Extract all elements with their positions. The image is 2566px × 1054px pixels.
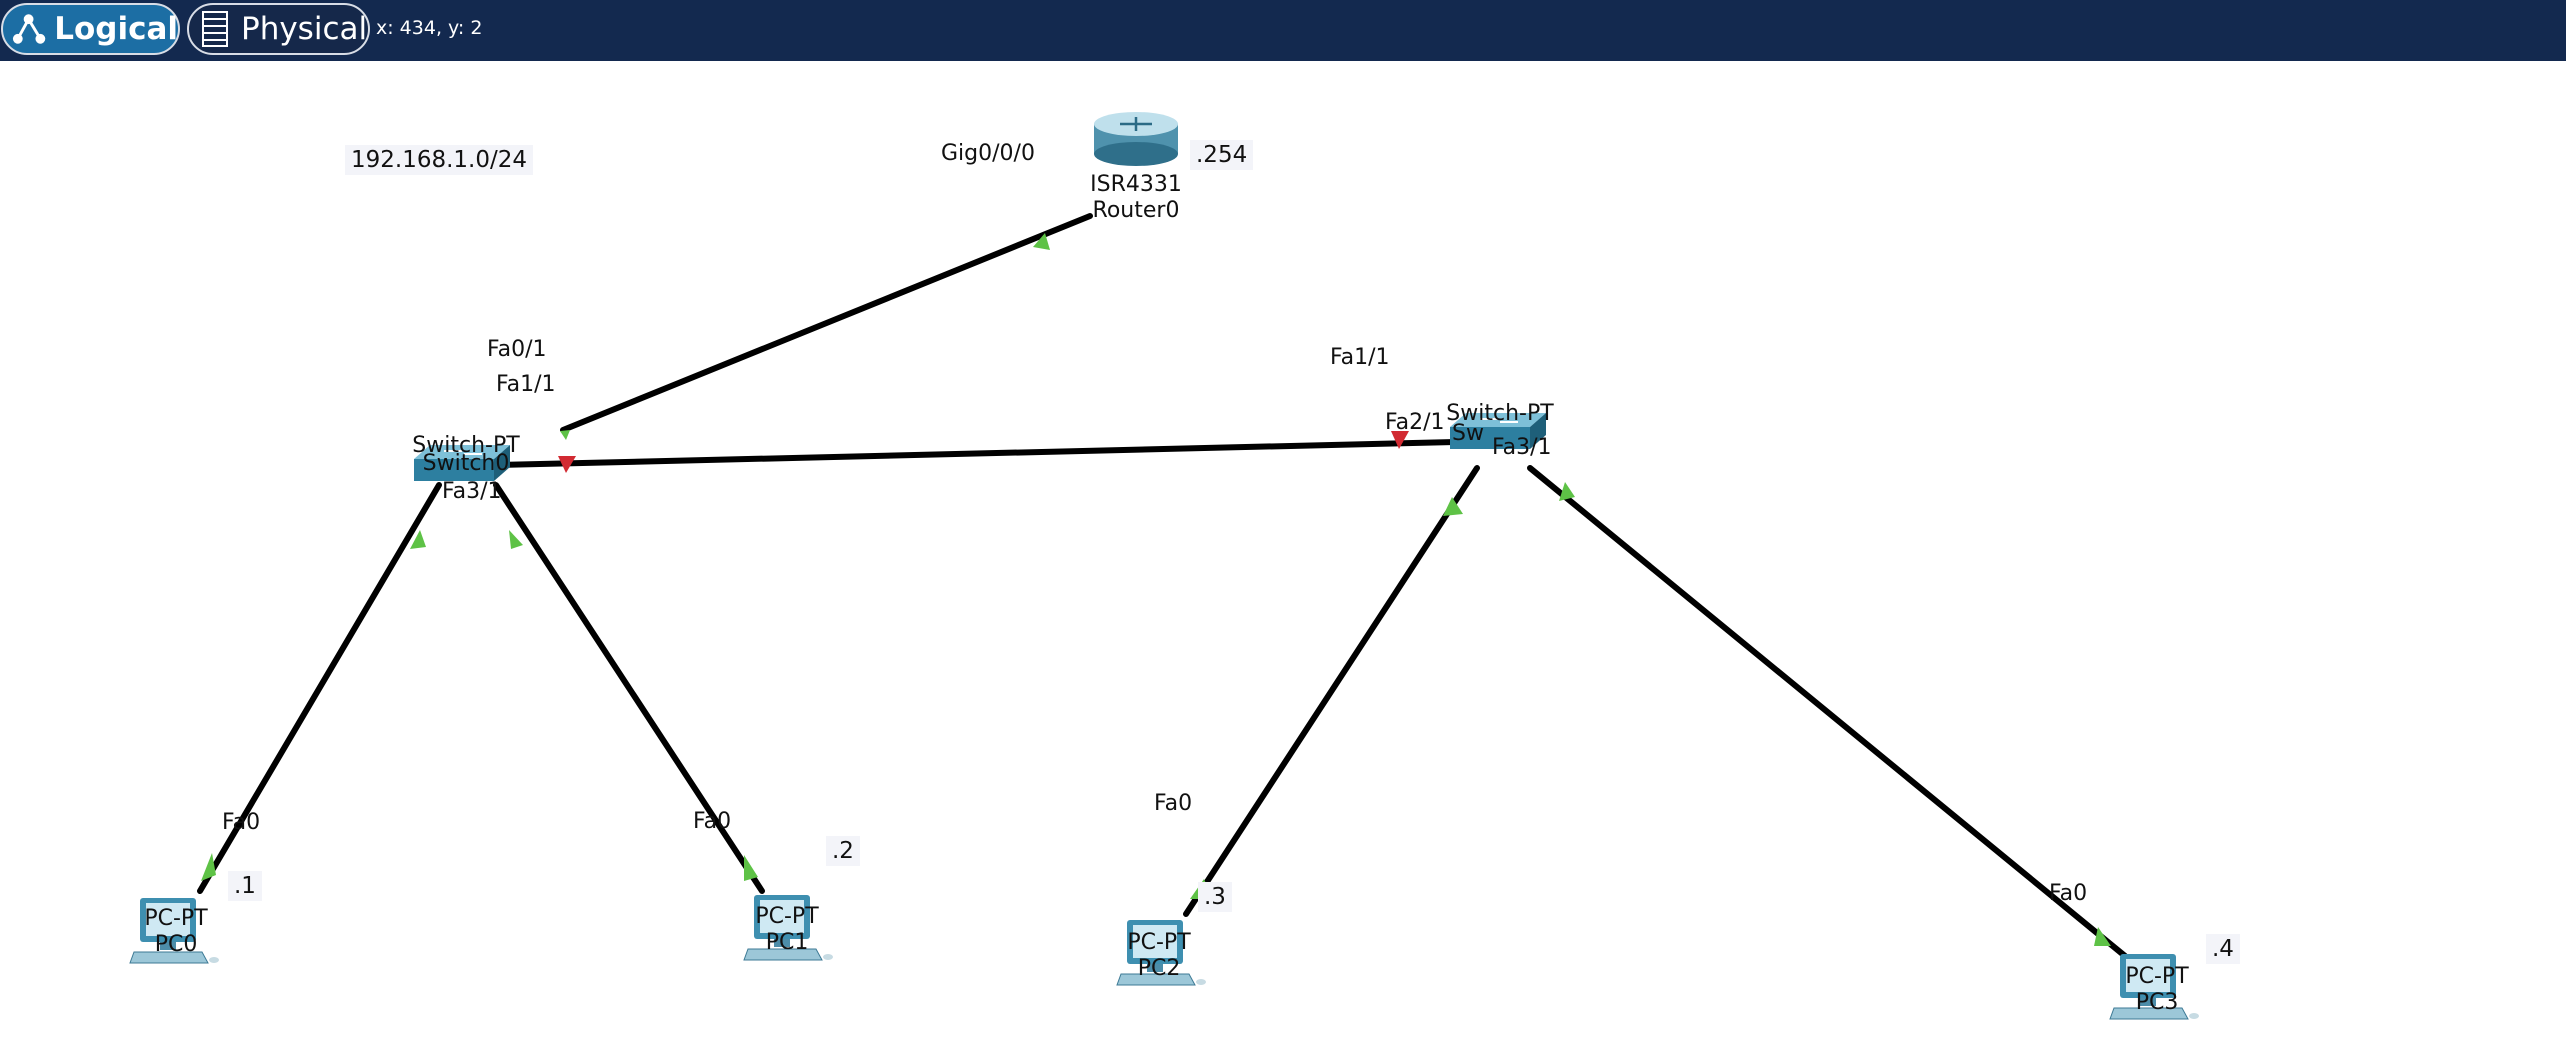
- pc0-label[interactable]: PC-PT PC0: [96, 906, 256, 959]
- pc1-name: PC1: [765, 930, 809, 956]
- link-up-indicator: [509, 530, 523, 549]
- switch0-label[interactable]: Switch-PT Switch0: [386, 433, 546, 478]
- port-label-sw0-fa11: Fa1/1: [496, 372, 556, 397]
- port-label-sw1-fa21: Fa2/1: [1385, 410, 1445, 435]
- rack-icon: [202, 11, 228, 47]
- link-switch1-pc3: [1527, 465, 2128, 959]
- switch1-model: Switch-PT: [1446, 401, 1554, 426]
- port-label-pc2-fa0: Fa0: [1154, 791, 1193, 816]
- link-up-indicator: [1559, 482, 1575, 501]
- workspace-toolbar: Logical Physical x: 434, y: 2: [0, 0, 2566, 61]
- pc1-model: PC-PT: [755, 904, 819, 929]
- subnet-note[interactable]: 192.168.1.0/24: [345, 145, 534, 175]
- port-label-sw1-fa31: Fa3/1: [1492, 435, 1552, 460]
- pc1-label[interactable]: PC-PT PC1: [707, 904, 867, 957]
- network-icon: [12, 14, 46, 44]
- tab-logical-label: Logical: [54, 11, 178, 47]
- port-label-pc0-fa0: Fa0: [222, 810, 261, 835]
- link-up-indicator: [560, 430, 570, 440]
- router0-label[interactable]: ISR4331 Router0: [1056, 172, 1216, 225]
- tab-logical[interactable]: Logical: [1, 3, 180, 55]
- port-label-sw0-fa31: Fa3/1: [442, 479, 502, 504]
- link-up-indicator: [410, 530, 426, 549]
- logical-workspace[interactable]: 192.168.1.0/24 .254 ISR4331 Router0 Gig0…: [0, 61, 2566, 1054]
- link-up-indicator: [201, 853, 216, 881]
- tab-physical-label: Physical: [241, 11, 368, 47]
- link-switch0-switch1: [497, 439, 1458, 468]
- link-switch0-pc0: [197, 482, 442, 894]
- router0-ip-note: .254: [1190, 140, 1254, 170]
- port-label-sw0-fa01: Fa0/1: [487, 337, 547, 362]
- link-switch1-pc2: [1183, 465, 1480, 917]
- link-up-indicator: [2094, 927, 2111, 946]
- switch1-name: Sw: [1452, 421, 1484, 447]
- link-up-indicator: [1443, 497, 1463, 516]
- port-label-pc3-fa0: Fa0: [2049, 881, 2088, 906]
- pc3-model: PC-PT: [2125, 964, 2189, 989]
- link-switch0-pc1: [493, 482, 765, 894]
- port-label-sw1-fa11: Fa1/1: [1330, 345, 1390, 370]
- link-down-indicator: [1391, 431, 1409, 449]
- pc3-ip-note: .4: [2206, 934, 2240, 964]
- pc0-ip-note: .1: [228, 871, 262, 901]
- link-up-indicator: [1033, 233, 1050, 250]
- link-up-indicator: [744, 855, 758, 881]
- pc2-name: PC2: [1137, 956, 1181, 982]
- router0-name: Router0: [1092, 198, 1180, 224]
- pc2-ip-note: .3: [1198, 882, 1232, 912]
- link-router-switch0: [560, 213, 1093, 433]
- switch0-model: Switch-PT: [412, 433, 520, 458]
- pc3-name: PC3: [2135, 990, 2179, 1016]
- topology-links: [129, 110, 2200, 1020]
- pc1-ip-note: .2: [826, 836, 860, 866]
- pc3-label[interactable]: PC-PT PC3: [2077, 964, 2237, 1017]
- port-label-pc1-fa0: Fa0: [693, 809, 732, 834]
- pc0-model: PC-PT: [144, 906, 208, 931]
- router0-model: ISR4331: [1090, 172, 1182, 197]
- cursor-coordinates: x: 434, y: 2: [376, 17, 483, 39]
- switch1-label[interactable]: Switch-PT Sw: [1420, 401, 1580, 448]
- pc0-name: PC0: [154, 932, 198, 958]
- switch0-name: Switch0: [422, 451, 510, 477]
- router-icon: [1092, 110, 1180, 168]
- tab-physical[interactable]: Physical: [187, 3, 370, 55]
- link-down-indicator: [558, 456, 576, 473]
- pc2-label[interactable]: PC-PT PC2: [1079, 930, 1239, 983]
- pc2-model: PC-PT: [1127, 930, 1191, 955]
- port-label-router-gig: Gig0/0/0: [941, 141, 1035, 166]
